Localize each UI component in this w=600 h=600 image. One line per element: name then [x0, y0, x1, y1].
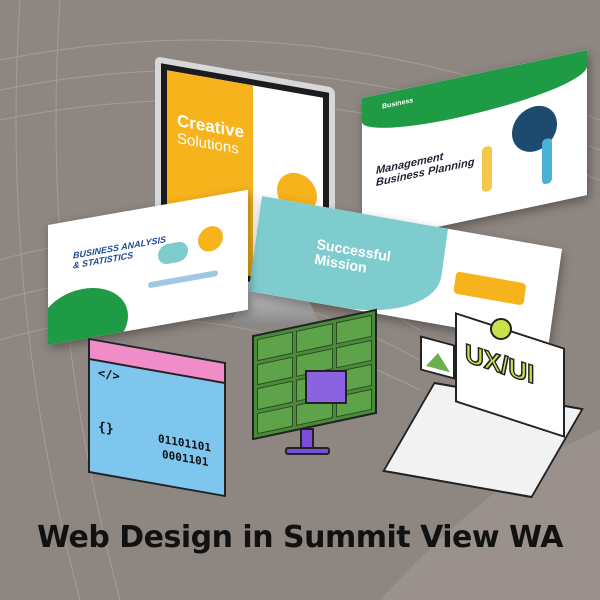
caption-title: Web Design in Summit View WA — [36, 520, 564, 555]
gear-icon — [490, 318, 512, 340]
gear-bubble-illustration — [198, 224, 223, 254]
person-illustration — [482, 145, 492, 193]
braces-icon: {} — [98, 419, 114, 438]
ux-ui-label: UX/UI — [464, 337, 535, 391]
person-illustration — [542, 137, 552, 185]
cabinet-base — [285, 447, 330, 455]
podium-illustration — [453, 271, 527, 306]
panel-heading: BUSINESS ANALYSIS& STATISTICS — [73, 234, 166, 270]
table-illustration — [148, 270, 218, 289]
code-window: </> {} 01101101 0001101 — [88, 337, 226, 498]
code-tag-icon: </> — [98, 365, 120, 384]
open-drawer — [305, 370, 347, 404]
